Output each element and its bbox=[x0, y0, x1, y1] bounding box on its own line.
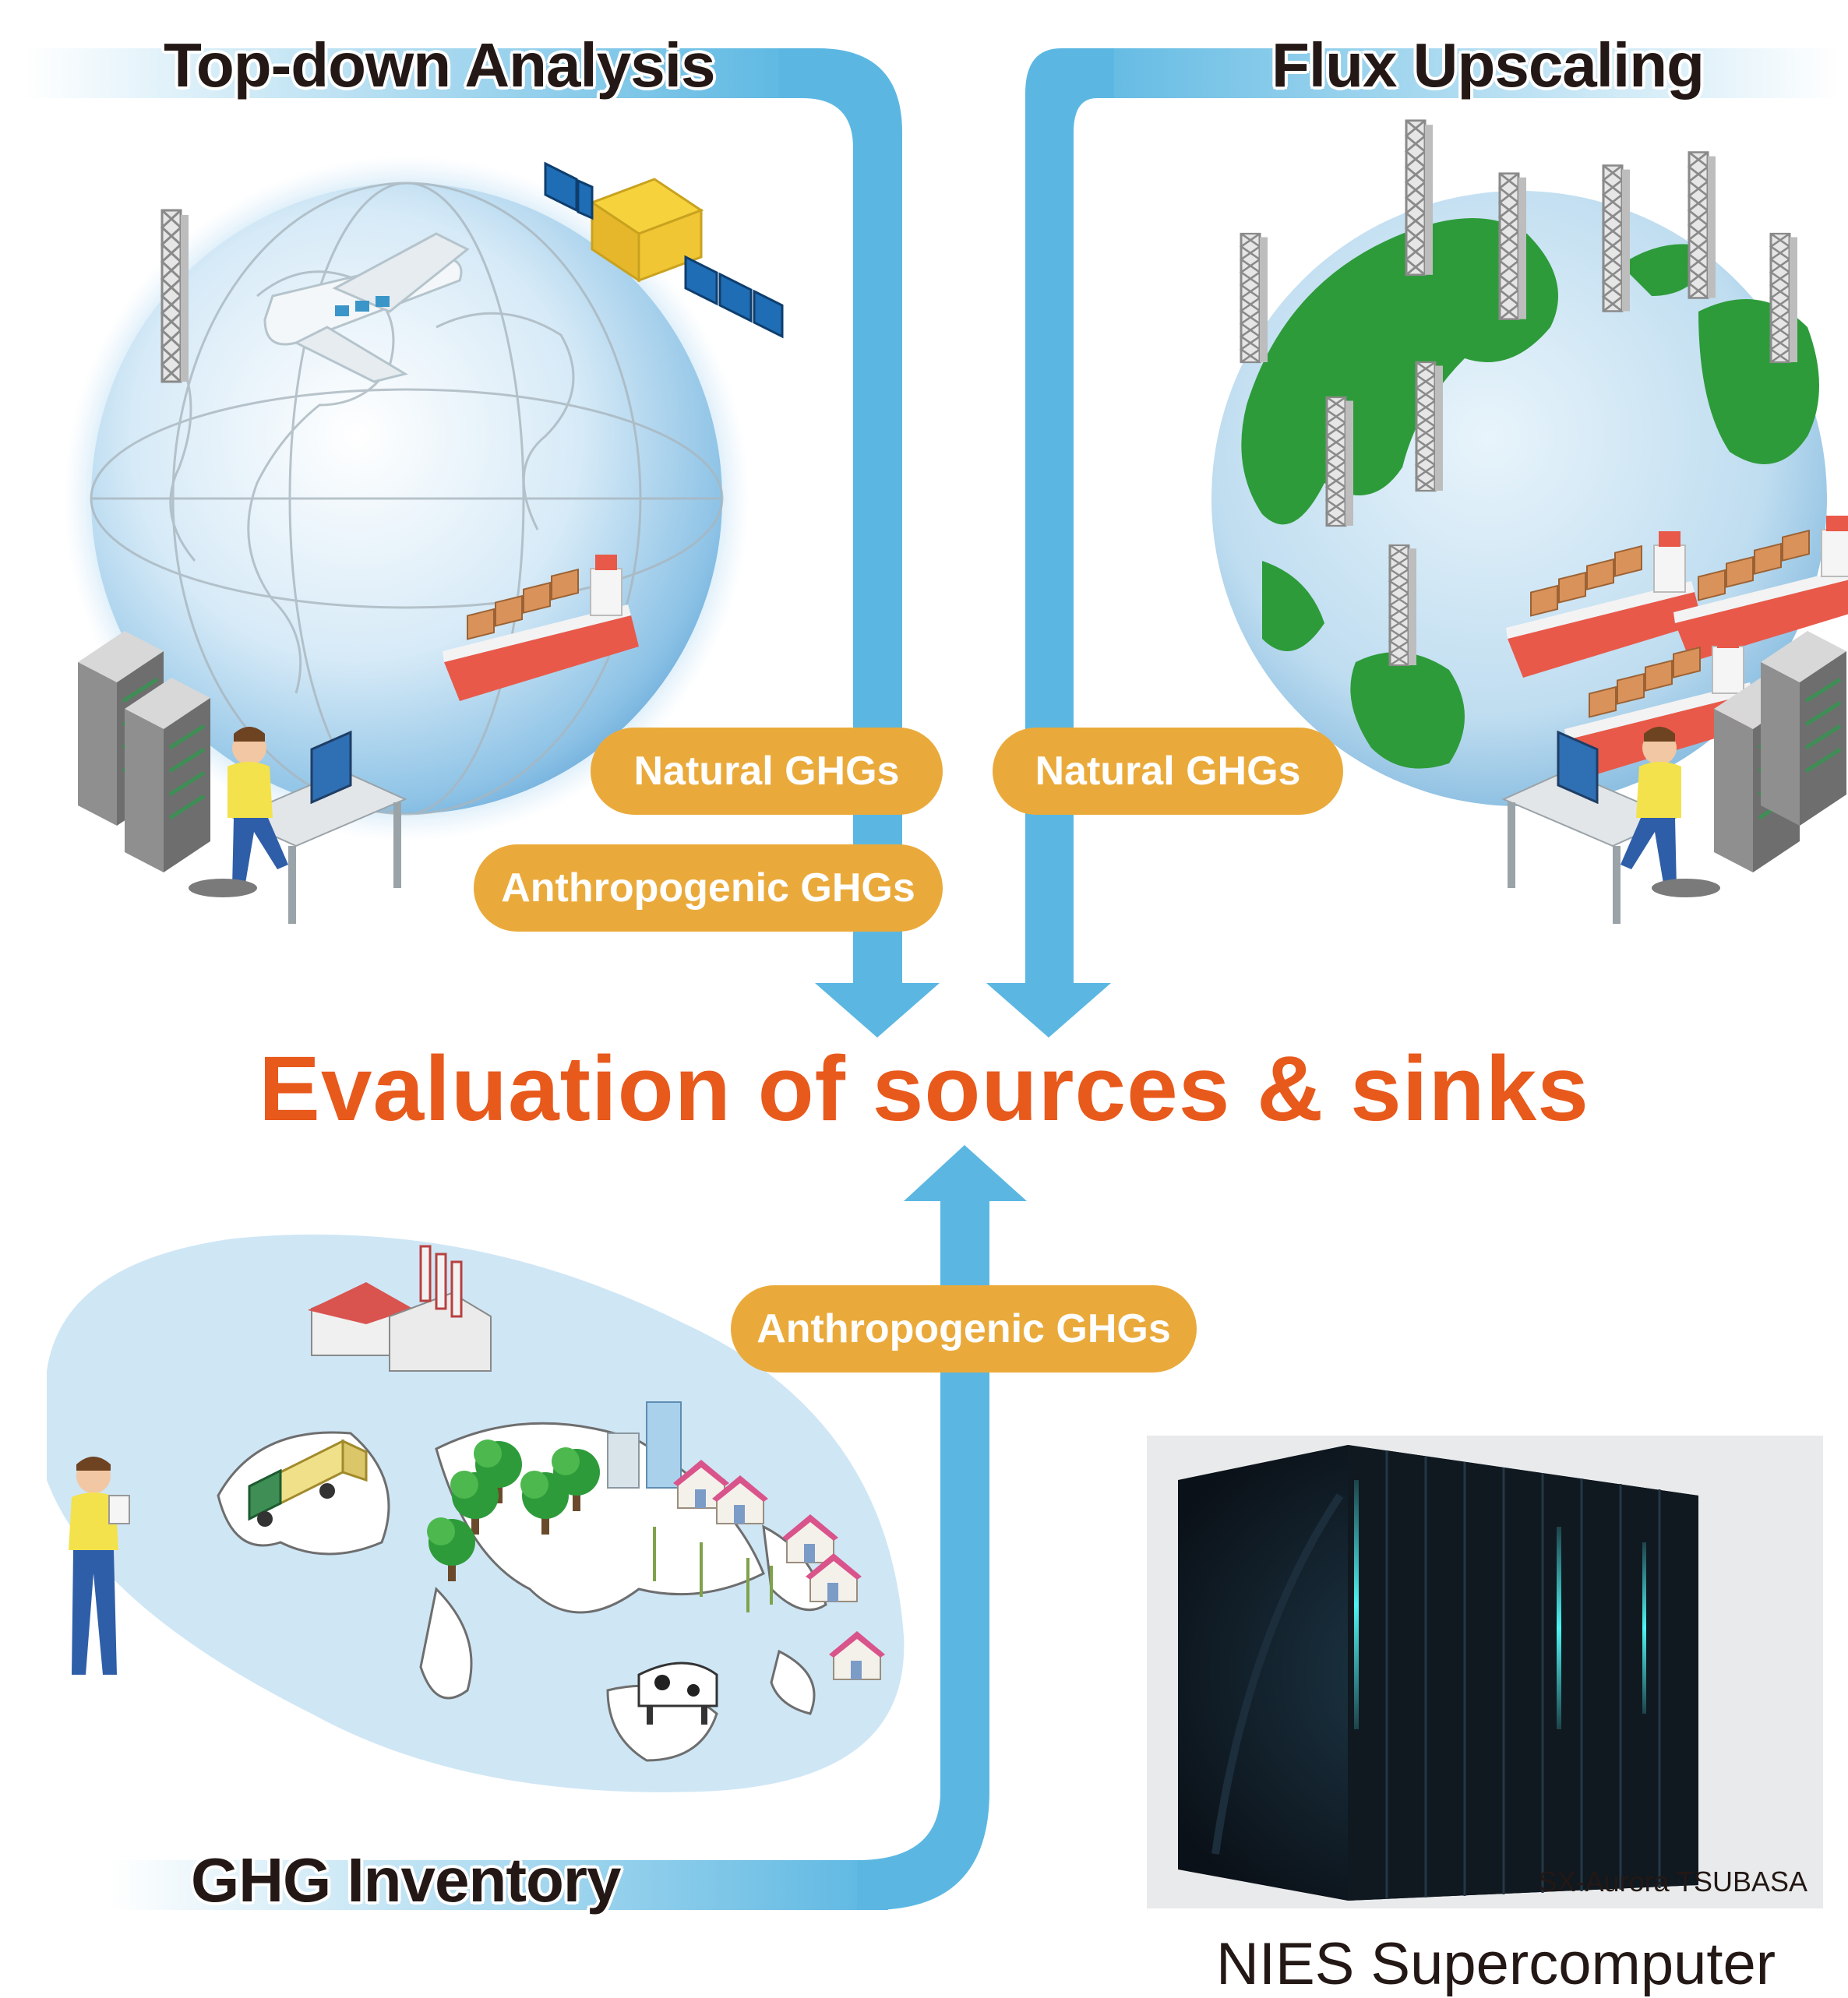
top-right-globe bbox=[1211, 119, 1848, 925]
server-rack-icon bbox=[125, 678, 210, 872]
flux-tower-icon bbox=[1388, 544, 1418, 667]
section-title-inventory: GHG Inventory bbox=[191, 1845, 622, 1915]
flux-tower-icon bbox=[1602, 164, 1631, 312]
supercomputer-caption: SX-Aurora TSUBASA bbox=[1538, 1866, 1807, 1898]
satellite-icon bbox=[544, 161, 784, 339]
arrow-head-left-down bbox=[815, 983, 940, 1038]
truck-icon bbox=[248, 1439, 368, 1527]
anthropogenic-ghgs-label-left: Anthropogenic GHGs bbox=[474, 844, 943, 932]
flux-tower-icon bbox=[160, 209, 190, 383]
person-icon bbox=[69, 1457, 130, 1675]
city-buildings bbox=[607, 1401, 682, 1489]
section-title-topdown: Top-down Analysis bbox=[164, 30, 715, 100]
bottom-band bbox=[109, 1145, 1027, 1910]
natural-ghgs-label-right: Natural GHGs bbox=[993, 728, 1343, 815]
flux-tower-icon bbox=[1415, 361, 1444, 492]
factory-icon bbox=[308, 1245, 492, 1372]
flux-tower-icon bbox=[1769, 232, 1799, 364]
flux-tower-icon bbox=[1498, 172, 1528, 321]
section-title-flux: Flux Upscaling bbox=[1271, 30, 1705, 100]
supercomputer-title: NIES Supercomputer bbox=[1215, 1931, 1776, 1997]
flux-tower-icon bbox=[1240, 232, 1269, 364]
arrow-head-right-down bbox=[986, 983, 1111, 1038]
natural-ghgs-label-left: Natural GHGs bbox=[591, 728, 943, 815]
flux-tower-icon bbox=[1405, 119, 1434, 277]
flux-tower-icon bbox=[1325, 396, 1355, 527]
flux-tower-icon bbox=[1688, 151, 1717, 299]
arrow-head-up bbox=[904, 1145, 1027, 1201]
crop-icon bbox=[653, 1527, 773, 1612]
main-title: Evaluation of sources & sinks bbox=[259, 1038, 1589, 1140]
supercomputer-icon bbox=[1178, 1445, 1698, 1901]
top-left-globe bbox=[64, 156, 784, 925]
anthropogenic-ghgs-label-bottom: Anthropogenic GHGs bbox=[731, 1285, 1197, 1373]
airplane-icon bbox=[263, 232, 470, 383]
supercomputer-photo bbox=[1147, 1436, 1823, 1908]
inventory-map bbox=[47, 1234, 905, 1792]
server-rack-icon bbox=[1761, 631, 1846, 826]
cow-icon bbox=[637, 1661, 718, 1725]
